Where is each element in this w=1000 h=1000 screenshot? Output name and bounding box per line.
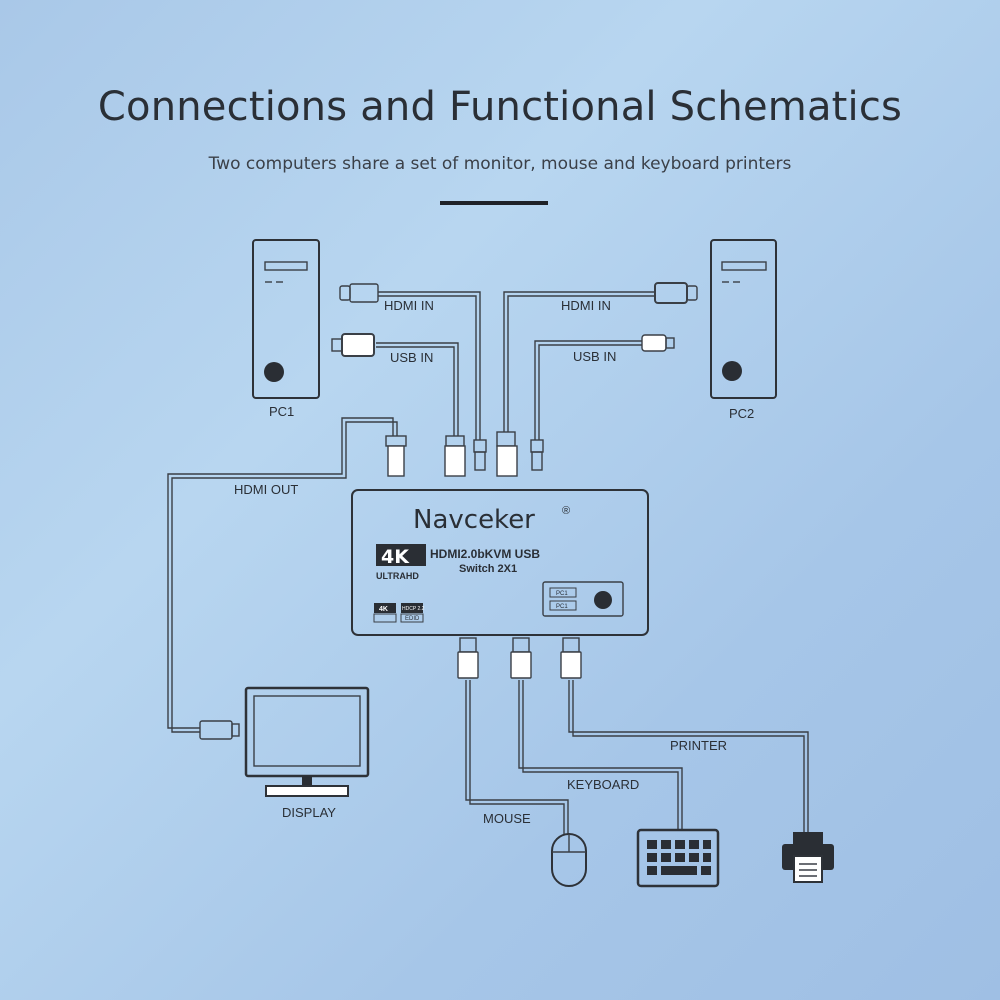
- cable-hdmi-in-pc1: [378, 291, 481, 440]
- led-pc1-frame: [549, 587, 577, 598]
- hdmi-plug-pc2: [654, 282, 698, 304]
- kvm-switch: [351, 489, 649, 636]
- usb-plug-printer: [560, 637, 582, 679]
- cable-hdmi-in-pc2: [503, 291, 655, 432]
- label-mouse: MOUSE: [483, 811, 531, 826]
- label-display: DISPLAY: [282, 805, 336, 820]
- hdmi-in-plug-pc2: [496, 431, 518, 477]
- label-usb-in-left: USB IN: [390, 350, 433, 365]
- hdmi-out-plug: [385, 435, 407, 477]
- cable-hdmi-out: [167, 417, 398, 733]
- page-title: Connections and Functional Schematics: [97, 84, 903, 130]
- label-printer: PRINTER: [670, 738, 727, 753]
- cable-printer: [568, 680, 809, 832]
- page-subtitle: Two computers share a set of monitor, mo…: [208, 154, 792, 174]
- model-line-2: Switch 2X1: [459, 563, 517, 575]
- mouse-icon: [551, 833, 587, 887]
- cable-keyboard: [518, 680, 683, 830]
- led-pc2-label: PC1: [556, 604, 568, 610]
- label-hdmi-out: HDMI OUT: [234, 482, 298, 497]
- model-line-1: HDMI2.0bKVM USB: [430, 547, 540, 561]
- device-reg-mark: ®: [562, 505, 570, 517]
- hdcp-label: HDCP 2.2: [402, 606, 425, 612]
- label-keyboard: KEYBOARD: [567, 777, 639, 792]
- hdmi-plug-display: [199, 720, 240, 740]
- label-hdmi-in-left: HDMI IN: [384, 298, 434, 313]
- cable-usb-in-pc2: [534, 340, 642, 440]
- edid-icon: [400, 613, 424, 623]
- badge-4k: 4K: [381, 546, 410, 568]
- pc2-tower-icon: [710, 239, 777, 399]
- keyboard-icon: [636, 828, 720, 888]
- pc1-tower-icon: [252, 239, 320, 399]
- badge-ultrahd: ULTRAHD: [376, 571, 419, 581]
- label-usb-in-right: USB IN: [573, 349, 616, 364]
- small-4k-icon: [374, 603, 396, 613]
- edid-label: EDID: [405, 616, 420, 622]
- hdcp-icon: [401, 603, 423, 613]
- switch-button-icon: [594, 591, 612, 609]
- usb-plug-pc2: [641, 334, 675, 352]
- label-pc2: PC2: [729, 406, 754, 421]
- hdmi-plug-pc1: [339, 283, 379, 303]
- hdmi-in-plug-pc1: [473, 439, 487, 471]
- usb-in-plug-pc2: [530, 439, 544, 471]
- switch-button-panel: [542, 581, 624, 617]
- small-4k-label: 4K: [379, 606, 388, 613]
- usb-plug-keyboard: [510, 637, 532, 679]
- badge-4k-background: [376, 544, 426, 566]
- led-pc1-label: PC1: [556, 591, 568, 597]
- cable-usb-in-pc1: [376, 342, 459, 436]
- display-monitor-icon: [244, 686, 370, 797]
- label-pc1: PC1: [269, 404, 294, 419]
- led-pc2-frame: [549, 600, 577, 611]
- usb-in-plug-pc1: [444, 435, 466, 477]
- usb-plug-mouse: [457, 637, 479, 679]
- cable-mouse: [465, 680, 569, 835]
- label-hdmi-in-right: HDMI IN: [561, 298, 611, 313]
- device-brand: Navceker: [413, 505, 535, 535]
- usb-plug-pc1: [331, 333, 375, 357]
- printer-icon: [782, 832, 834, 883]
- title-divider: [440, 201, 548, 205]
